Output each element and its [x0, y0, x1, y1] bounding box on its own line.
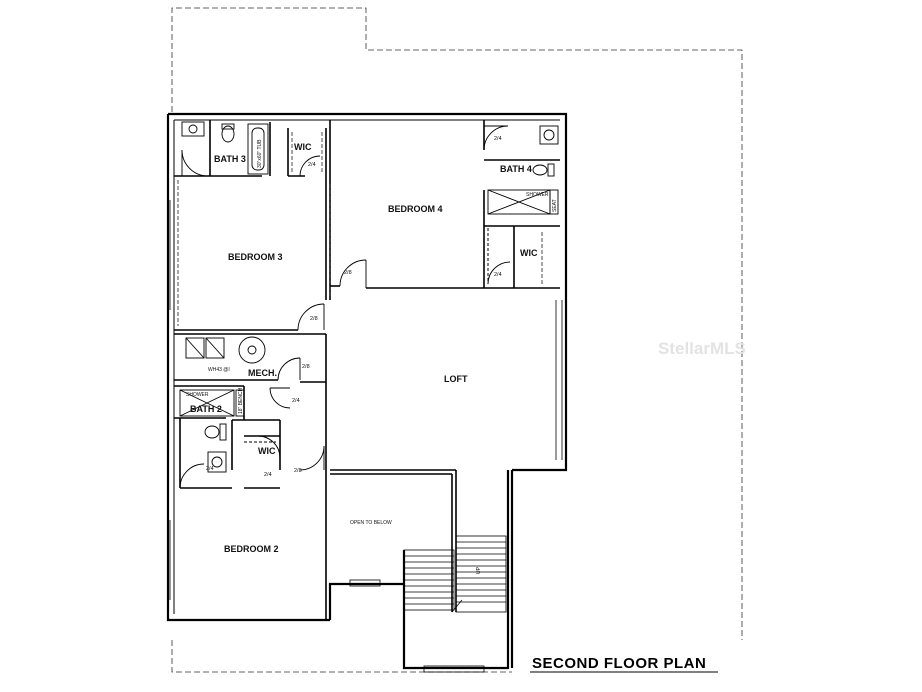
- room-label-bath2: BATH 2: [190, 404, 222, 414]
- dashed-lines: [177, 132, 543, 326]
- room-label-loft: LOFT: [444, 374, 468, 384]
- door-size: 2/8: [344, 270, 352, 276]
- note-bench-bath2: 18" BENCH: [238, 387, 244, 414]
- note-water-heater: WH43 @I: [208, 367, 230, 373]
- room-label-wic-lower: WIC: [258, 446, 276, 456]
- property-outline: [171, 7, 743, 673]
- plan-title: SECOND FLOOR PLAN: [532, 655, 706, 672]
- room-label-wic-top: WIC: [294, 142, 312, 152]
- door-size: 2/4: [494, 272, 502, 278]
- room-label-bedroom4: BEDROOM 4: [388, 204, 443, 214]
- room-label-wic-right: WIC: [520, 248, 538, 258]
- door-size: 2/8: [310, 316, 318, 322]
- door-size: 2/4: [264, 472, 272, 478]
- door-size: 2/4: [494, 136, 502, 142]
- room-label-bedroom3: BEDROOM 3: [228, 252, 283, 262]
- door-size: 2/8: [294, 468, 302, 474]
- note-shower-bath2: SHOWER: [186, 392, 209, 398]
- note-shower-bath4: SHOWER: [526, 192, 549, 198]
- watermark: StellarMLS: [658, 339, 746, 358]
- stairs: [403, 535, 507, 613]
- door-swings: [179, 125, 511, 489]
- fixtures: [179, 121, 559, 473]
- note-seat-bath4: SEAT: [552, 199, 558, 212]
- room-label-bath3: BATH 3: [214, 154, 246, 164]
- room-label-bedroom2: BEDROOM 2: [224, 544, 279, 554]
- room-label-mech: MECH.: [248, 368, 277, 378]
- door-size: 2/8: [302, 364, 310, 370]
- door-size: 2/4: [206, 466, 214, 472]
- note-tub: 30"x60" TUB: [257, 139, 263, 168]
- room-label-bath4: BATH 4: [500, 164, 532, 174]
- door-size: 2/4: [292, 398, 300, 404]
- room-label-open-to-below: OPEN TO BELOW: [350, 520, 392, 526]
- door-size: 2/4: [308, 162, 316, 168]
- windows: [169, 200, 563, 673]
- note-stair: UP: [476, 566, 482, 574]
